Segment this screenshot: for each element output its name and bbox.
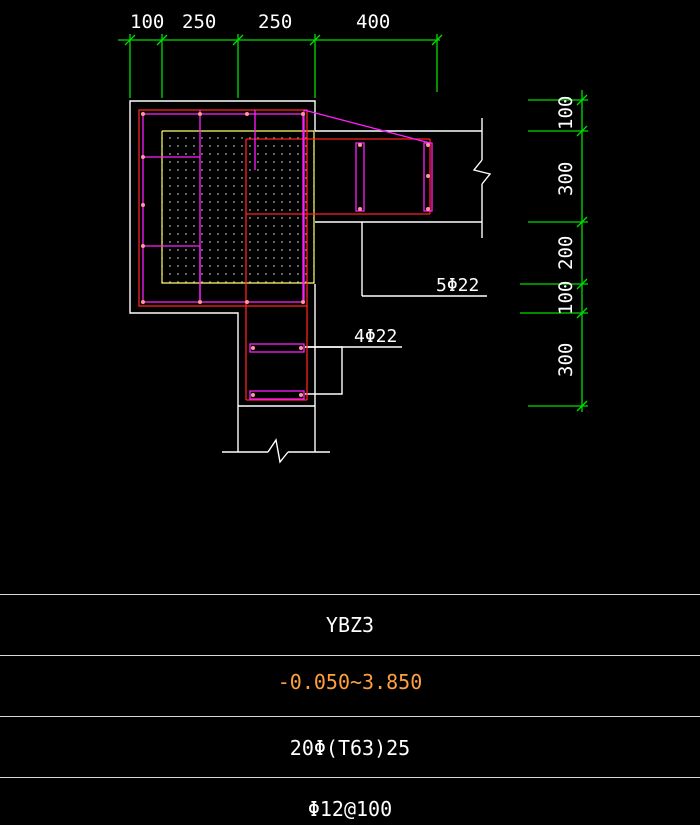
rebar-dots <box>141 112 430 397</box>
right-dim-1: 100 <box>555 96 577 130</box>
table-line <box>0 777 700 778</box>
table-line <box>0 594 700 595</box>
core-outline <box>161 131 315 284</box>
elevation-range: -0.050~3.850 <box>277 670 423 694</box>
tie-bars <box>142 109 433 400</box>
wall-outline <box>129 100 492 464</box>
right-dim-3: 200 <box>555 236 577 270</box>
right-dim-2: 300 <box>555 162 577 196</box>
stirrup-reinforcement: Φ12@100 <box>307 797 393 821</box>
longitudinal-reinforcement: 20Φ(T63)25 <box>289 736 411 760</box>
concrete-hatch <box>162 131 314 283</box>
bottom-bars-label: 4Φ22 <box>354 326 397 347</box>
wall-section-drawing: 100 250 250 400 100 300 200 100 300 <box>118 11 588 464</box>
top-dim-3: 250 <box>258 11 292 33</box>
right-dim-5: 300 <box>555 343 577 377</box>
right-dimension-chain <box>520 90 588 412</box>
rebar-lines <box>138 109 431 401</box>
table-line <box>0 655 700 656</box>
right-dim-4: 100 <box>555 281 577 315</box>
top-dim-4: 400 <box>356 11 390 33</box>
right-bars-label: 5Φ22 <box>436 275 479 296</box>
top-dimension-chain <box>118 34 443 98</box>
table-line <box>0 716 700 717</box>
member-name: YBZ3 <box>325 613 375 637</box>
top-dim-1: 100 <box>130 11 164 33</box>
top-dim-2: 250 <box>182 11 216 33</box>
